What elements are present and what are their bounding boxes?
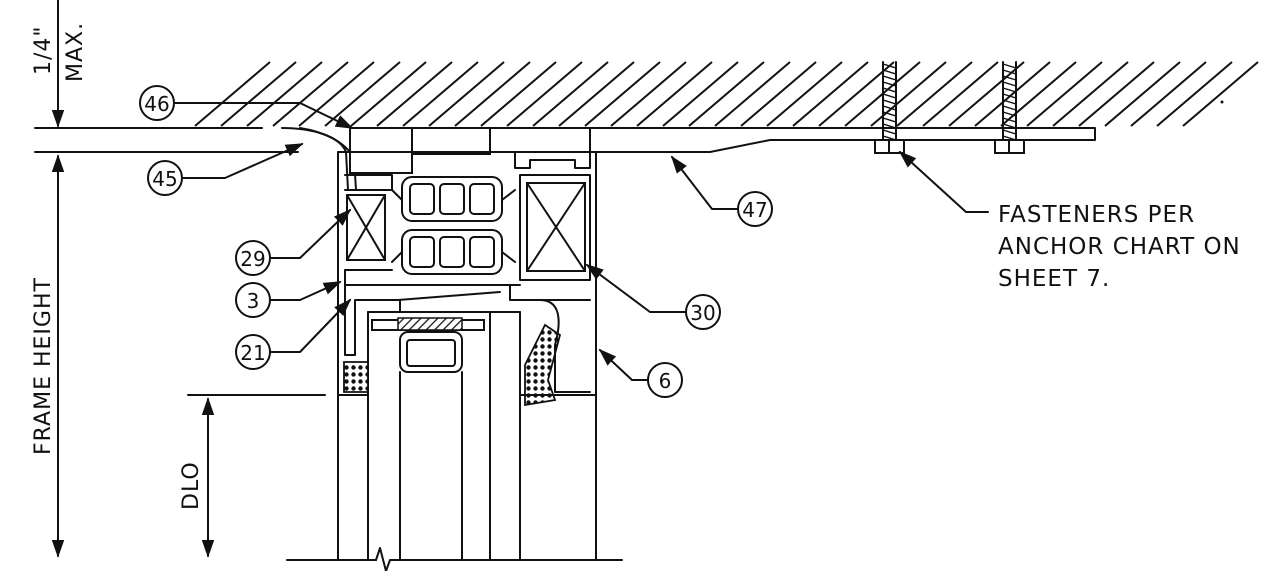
hatch-line bbox=[818, 61, 895, 127]
hatch-line bbox=[610, 61, 687, 127]
leader-lines bbox=[174, 102, 989, 381]
hatch-line bbox=[636, 61, 713, 127]
callout-45: 45 bbox=[147, 160, 183, 196]
hatch-line bbox=[1052, 61, 1129, 127]
callout-6: 6 bbox=[647, 362, 683, 398]
callout-21: 21 bbox=[235, 334, 271, 370]
section-base bbox=[286, 547, 623, 571]
hatch-line bbox=[1156, 61, 1233, 127]
fastener-note-line-2: ANCHOR CHART ON bbox=[998, 234, 1241, 260]
gap-dimension-value: 1/4" bbox=[31, 25, 56, 75]
gap-dimension-qualifier: MAX. bbox=[63, 22, 88, 82]
hatch-line bbox=[974, 61, 1051, 127]
callout-29-label: 29 bbox=[240, 247, 265, 271]
hatch-line bbox=[272, 61, 349, 127]
hatch-line bbox=[402, 61, 479, 127]
hatch-line bbox=[480, 61, 557, 127]
hatch-end-dot bbox=[1220, 100, 1224, 104]
hatch-line bbox=[740, 61, 817, 127]
hatch-line bbox=[532, 61, 609, 127]
hatch-line bbox=[688, 61, 765, 127]
hatch-line bbox=[220, 61, 297, 127]
fastener-note: FASTENERS PER ANCHOR CHART ON SHEET 7. bbox=[998, 202, 1241, 292]
hatch-line bbox=[428, 61, 505, 127]
hatch-line bbox=[922, 61, 999, 127]
hatch-line bbox=[350, 61, 427, 127]
fastener-note-line-1: FASTENERS PER bbox=[998, 202, 1195, 228]
hatch-line bbox=[376, 61, 453, 127]
reference-lines bbox=[34, 127, 299, 153]
callout-47-label: 47 bbox=[742, 198, 767, 222]
setting-block-left bbox=[346, 194, 386, 261]
callout-3-label: 3 bbox=[247, 289, 260, 313]
callout-47: 47 bbox=[737, 191, 773, 227]
hatch-line bbox=[1078, 61, 1155, 127]
hatch-line bbox=[1104, 61, 1181, 127]
hatch-line bbox=[1130, 61, 1207, 127]
callout-46: 46 bbox=[139, 85, 175, 121]
hatch-line bbox=[1026, 61, 1103, 127]
hatch-line bbox=[246, 61, 323, 127]
callout-46-label: 46 bbox=[144, 92, 169, 116]
hatch-line bbox=[662, 61, 739, 127]
hatch-line bbox=[714, 61, 791, 127]
callout-30-label: 30 bbox=[690, 301, 715, 325]
callout-45-label: 45 bbox=[152, 167, 177, 191]
fastener-left bbox=[874, 61, 905, 154]
fasteners bbox=[874, 61, 1025, 154]
callout-6-label: 6 bbox=[659, 369, 672, 393]
callout-21-label: 21 bbox=[240, 341, 265, 365]
hatch-line bbox=[792, 61, 869, 127]
frame-height-label: FRAME HEIGHT bbox=[31, 277, 56, 455]
hatch-line bbox=[194, 61, 271, 127]
hatch-line bbox=[766, 61, 843, 127]
callout-3: 3 bbox=[235, 282, 271, 318]
thermal-break-struts bbox=[391, 176, 516, 275]
dlo-label: DLO bbox=[179, 461, 204, 510]
fastener-right bbox=[994, 61, 1025, 154]
hatch-line bbox=[896, 61, 973, 127]
hatch-line bbox=[1182, 61, 1259, 127]
hatch-line bbox=[454, 61, 531, 127]
gaskets bbox=[337, 299, 597, 407]
hatch-line bbox=[584, 61, 661, 127]
ceiling-hatch bbox=[35, 61, 1259, 157]
hatch-line bbox=[506, 61, 583, 127]
hatch-line bbox=[298, 61, 375, 127]
callout-29: 29 bbox=[235, 240, 271, 276]
hatch-line bbox=[558, 61, 635, 127]
setting-block-right bbox=[526, 182, 586, 272]
callout-30: 30 bbox=[685, 294, 721, 330]
sash-frame bbox=[367, 311, 521, 561]
dimension-dlo bbox=[187, 394, 326, 558]
fastener-note-line-3: SHEET 7. bbox=[998, 266, 1110, 292]
